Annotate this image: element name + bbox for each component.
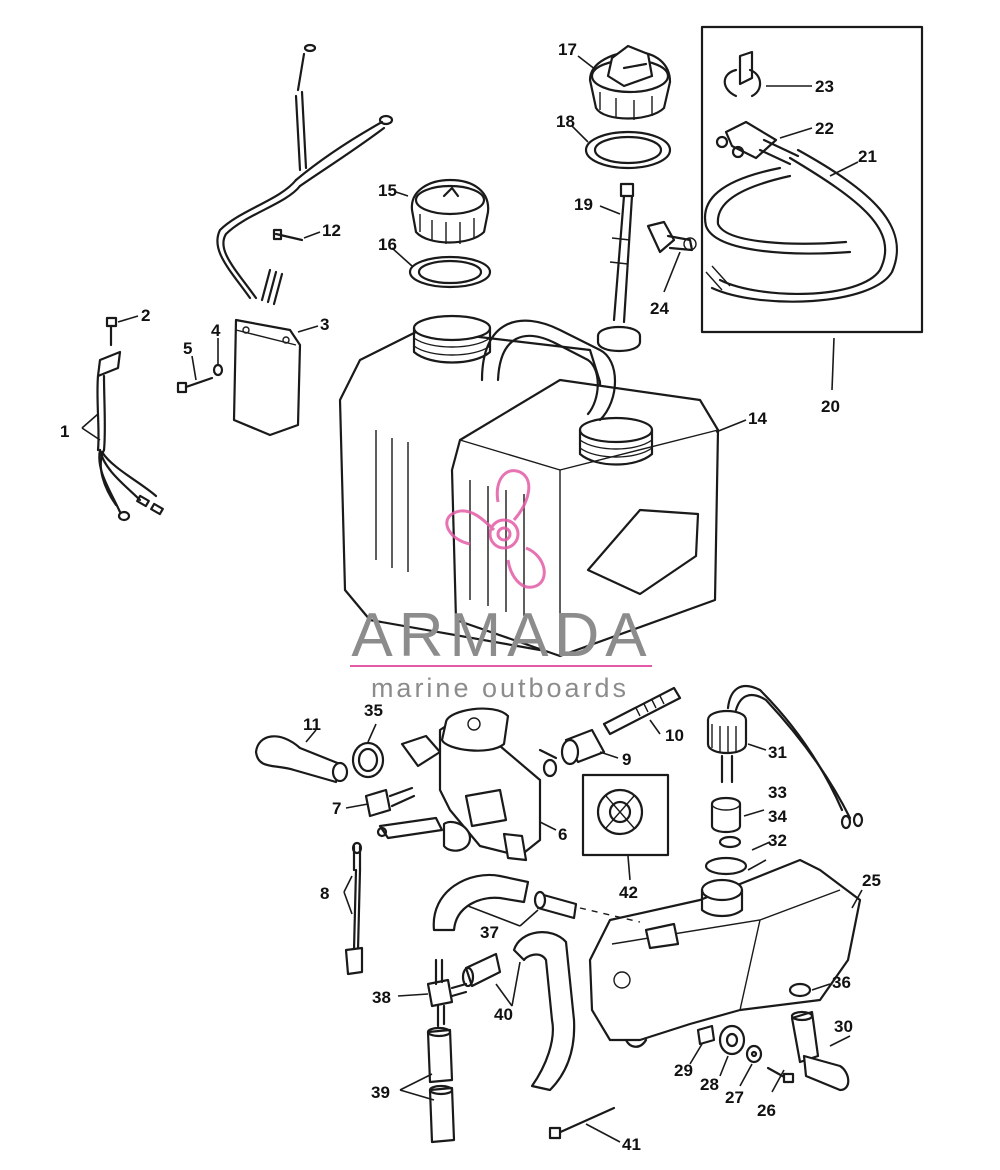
connection-line [579,907,641,923]
clamp-part-35 [351,741,385,779]
callout-23: 23 [815,77,834,96]
callout-35: 35 [364,701,383,720]
hose-part-30 [790,1010,850,1092]
washer-part-27 [745,1044,763,1064]
callout-7: 7 [332,799,341,818]
callout-19: 19 [574,195,593,214]
tee-fitting-part-38 [426,958,468,1028]
pickup-tube-part [596,182,642,352]
callout-9: 9 [622,750,631,769]
sender-part-31 [706,684,864,830]
callout-10: 10 [665,726,684,745]
callout-41: 41 [622,1135,641,1154]
gasket-part-32 [704,856,748,876]
callout-12: 12 [322,221,341,240]
callout-1: 1 [60,422,69,441]
callout-29: 29 [674,1061,693,1080]
callout-15: 15 [378,181,397,200]
callout-18: 18 [556,112,575,131]
callout-33: 33 [768,783,787,802]
hose-part-40 [461,931,576,1092]
shaft-part-10 [602,686,682,736]
hose-part-21 [703,148,898,303]
wiring-harness-part [96,350,164,522]
filler-cap-part [410,178,490,244]
brand-logo: ARMADA marine outboards [350,469,652,703]
callout-5: 5 [183,339,192,358]
callout-34: 34 [768,807,787,826]
tie-strap-part-41 [548,1106,616,1140]
gasket-part-18 [584,130,672,170]
callout-27: 27 [725,1088,744,1107]
leader-lines [81,55,863,1143]
callout-22: 22 [815,119,834,138]
callout-28: 28 [700,1075,719,1094]
fitting-part-29 [696,1024,716,1046]
fitting-part-24 [646,220,697,254]
callout-4: 4 [211,321,221,340]
lead-wires-part [216,43,394,306]
connector-part-22 [715,120,800,166]
callout-14: 14 [748,409,767,428]
callout-8: 8 [320,884,329,903]
screw-part-7 [364,786,416,818]
callout-6: 6 [558,825,567,844]
screw-part-5 [176,376,214,394]
callout-25: 25 [862,871,881,890]
screw-part-26 [766,1066,795,1084]
callout-30: 30 [834,1017,853,1036]
grommet-part-28 [718,1024,746,1056]
callout-38: 38 [372,988,391,1007]
hose-kit-box [700,25,924,334]
oil-tank-part [338,314,720,658]
callout-36: 36 [832,973,851,992]
screw-part-12 [272,228,304,242]
callout-numbers: 1 2 3 4 5 6 7 8 9 10 11 12 14 15 16 17 1… [60,40,881,1154]
hose-part-39 [426,1026,456,1144]
callout-32: 32 [768,831,787,850]
callout-2: 2 [141,306,150,325]
callout-26: 26 [757,1101,776,1120]
clip-part-23 [723,50,762,98]
callout-39: 39 [371,1083,390,1102]
callout-20: 20 [821,397,840,416]
bushing-part-9 [560,728,606,766]
propeller-icon [445,469,546,589]
pump-part-6 [400,707,558,862]
switch-box-part [232,318,302,437]
hose-part-37 [432,873,578,932]
callout-21: 21 [858,147,877,166]
washer-part-4 [212,363,224,377]
callout-42: 42 [619,883,638,902]
inset-box-42 [581,773,670,857]
hose-part-11 [254,735,349,784]
spacer-part-33 [710,796,742,834]
gasket-part-16 [408,255,492,289]
bracket-part [376,816,444,840]
callout-11: 11 [303,715,321,734]
clamp-part-36 [788,982,812,998]
callout-31: 31 [768,743,787,762]
callout-3: 3 [320,315,329,334]
callout-37: 37 [480,923,499,942]
sender-cap-part [588,44,672,120]
callout-24: 24 [650,299,669,318]
callout-17: 17 [558,40,577,59]
oring-part [542,758,558,778]
bolt-part [105,316,118,347]
brand-name: ARMADA [351,601,652,670]
brand-tagline: marine outboards [371,673,629,703]
hose-part-8 [344,841,364,976]
callout-40: 40 [494,1005,513,1024]
washer-part-34 [718,835,742,849]
callout-16: 16 [378,235,397,254]
